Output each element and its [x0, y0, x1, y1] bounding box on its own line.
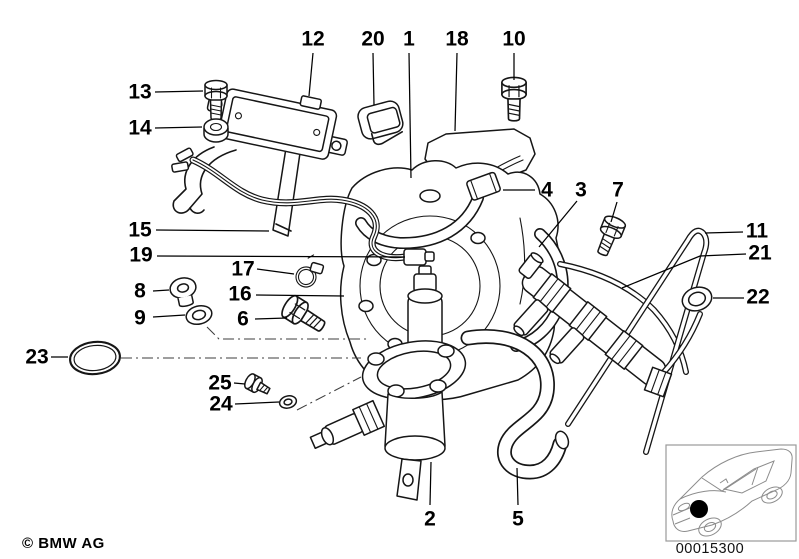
fuel-rail [513, 252, 703, 398]
part-label-16[interactable]: 16 [228, 283, 251, 306]
car-inset [665, 444, 797, 542]
loop-pipe [565, 227, 710, 455]
leader-line-14 [154, 126, 203, 129]
fastener-icons [69, 76, 713, 409]
screw-25-icon [244, 373, 271, 395]
part-label-14[interactable]: 14 [128, 117, 152, 140]
part-label-20[interactable]: 20 [361, 28, 384, 51]
part-label-18[interactable]: 18 [445, 28, 469, 51]
hose-clamp-17-icon [295, 254, 325, 288]
part-label-21[interactable]: 21 [748, 242, 772, 265]
part-label-9[interactable]: 9 [134, 307, 146, 330]
control-module [206, 88, 348, 160]
reference-line-1 [206, 326, 367, 340]
part-label-8[interactable]: 8 [134, 280, 146, 303]
leader-line-16 [255, 294, 345, 297]
leader-line-24 [234, 401, 280, 405]
leader-line-17 [256, 268, 295, 275]
part-label-24[interactable]: 24 [209, 393, 233, 416]
part-label-5[interactable]: 5 [512, 508, 524, 531]
leader-line-8 [152, 289, 170, 292]
leader-line-12 [308, 52, 314, 97]
part-label-7[interactable]: 7 [612, 179, 624, 202]
label-layer: 1234567891011121314151617181920212223242… [25, 28, 772, 531]
assembly-drawing [69, 76, 713, 501]
leader-line-20 [372, 52, 375, 106]
part-label-23[interactable]: 23 [25, 346, 48, 369]
leader-line-15 [155, 229, 270, 232]
part-label-1[interactable]: 1 [403, 28, 415, 51]
part-label-17[interactable]: 17 [231, 258, 254, 281]
bolt-7-icon [590, 213, 628, 260]
upper-hose [355, 171, 501, 250]
washer-24-icon [278, 395, 298, 409]
leader-line-7 [610, 201, 618, 223]
leader-line-6 [254, 317, 288, 320]
part-label-6[interactable]: 6 [237, 308, 249, 331]
nut-14-icon [203, 118, 229, 143]
washer-9-icon [185, 304, 213, 326]
part-label-25[interactable]: 25 [208, 372, 232, 395]
leader-line-9 [152, 314, 186, 318]
part-label-13[interactable]: 13 [128, 81, 151, 104]
bolt-10-icon [501, 76, 527, 122]
part-label-22[interactable]: 22 [746, 286, 769, 309]
reference-line-3 [296, 376, 362, 411]
diagram-number: 00015300 [675, 541, 745, 557]
copyright: © BMW AG [22, 535, 105, 552]
o-ring-23-icon [69, 340, 121, 376]
leader-line-25 [233, 382, 246, 385]
part-label-2[interactable]: 2 [424, 508, 436, 531]
leader-line-11 [704, 231, 744, 234]
rubber-grommet [357, 100, 404, 146]
support-rod [272, 147, 301, 237]
leader-line-18 [454, 52, 458, 132]
car-side-outline-icon [671, 448, 793, 537]
leader-line-2 [429, 461, 432, 506]
sealing-ring-22-icon [681, 286, 713, 312]
part-label-11[interactable]: 11 [746, 220, 769, 243]
leader-line-21 [621, 253, 747, 289]
bolt-6-icon [278, 292, 331, 339]
wiring-harness [171, 147, 435, 266]
leader-line-13 [154, 90, 204, 93]
part-label-19[interactable]: 19 [129, 244, 152, 267]
part-label-3[interactable]: 3 [575, 179, 587, 202]
banjo-bolt-8-icon [169, 277, 197, 308]
part-label-4[interactable]: 4 [541, 179, 553, 202]
part-label-12[interactable]: 12 [301, 28, 324, 51]
leader-line-19 [156, 255, 406, 258]
s-hose [460, 329, 570, 480]
leader-line-5 [516, 467, 519, 506]
pressure-regulator [309, 340, 467, 501]
location-dot [690, 500, 708, 518]
part-label-10[interactable]: 10 [502, 28, 525, 51]
leader-line-3 [538, 200, 578, 248]
leader-line-1 [408, 52, 412, 179]
part-label-15[interactable]: 15 [128, 219, 152, 242]
